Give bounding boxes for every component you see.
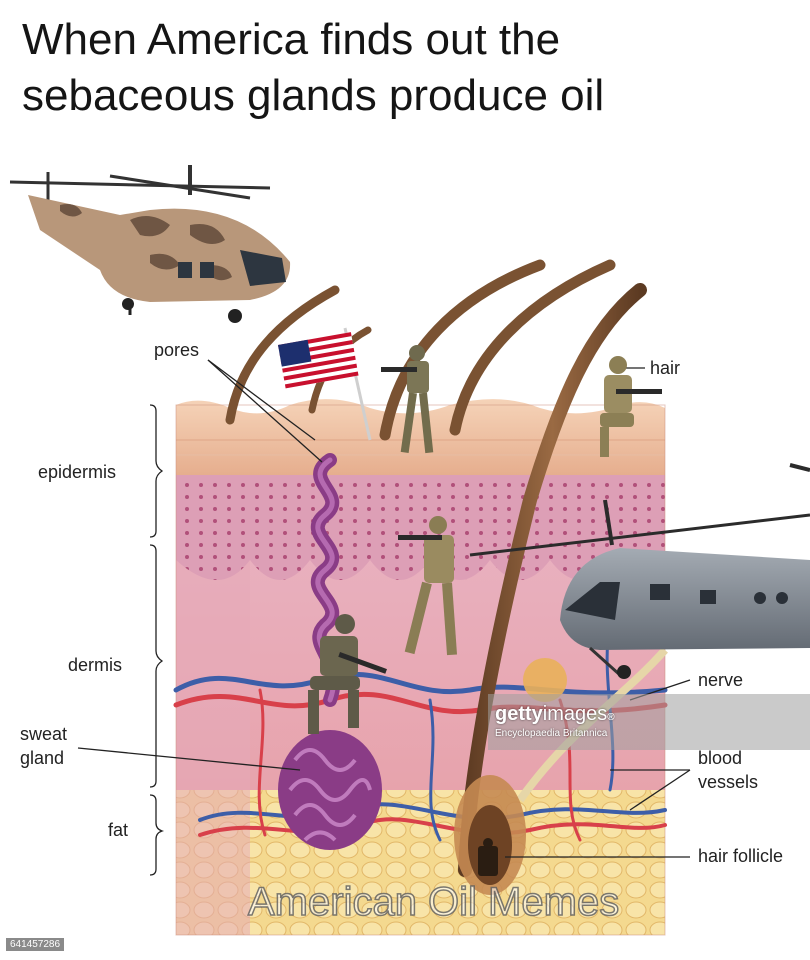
soldiers bbox=[308, 345, 662, 876]
getty-bold-text: getty bbox=[495, 703, 543, 725]
label-sweat-gland-line2: gland bbox=[20, 748, 65, 768]
meme-caption: When America finds out the sebaceous gla… bbox=[22, 12, 802, 124]
getty-registered-mark: ® bbox=[607, 712, 615, 723]
meme-page-watermark: American Oil Memes bbox=[247, 879, 620, 925]
label-dermis: dermis bbox=[68, 655, 123, 675]
label-hair-follicle: hair follicle bbox=[698, 846, 784, 866]
getty-thin-text: images bbox=[542, 703, 608, 725]
image-id-badge: 641457286 bbox=[6, 938, 65, 951]
label-blood-vessels-line1: blood bbox=[698, 748, 743, 768]
soldier-3 bbox=[398, 516, 458, 656]
epidermis-layer bbox=[176, 399, 665, 475]
caption-line-1: When America finds out the bbox=[22, 15, 561, 64]
getty-credit: Encyclopaedia Britannica bbox=[495, 728, 608, 739]
soldier-5 bbox=[478, 838, 498, 876]
label-pores: pores bbox=[154, 340, 200, 360]
soldier-4 bbox=[308, 614, 387, 734]
label-fat: fat bbox=[108, 820, 129, 840]
sebaceous-gland bbox=[523, 658, 567, 702]
gray-helicopter bbox=[469, 463, 810, 679]
getty-images-watermark: gettyimages® bbox=[495, 703, 615, 726]
label-hair: hair bbox=[650, 358, 681, 378]
label-sweat-gland-line1: sweat bbox=[20, 724, 68, 744]
getty-watermark-band bbox=[488, 694, 810, 750]
epidermis-basal-band bbox=[176, 470, 665, 580]
soldier-1 bbox=[381, 345, 434, 454]
label-epidermis: epidermis bbox=[38, 462, 117, 482]
skin-block bbox=[175, 399, 666, 936]
soldier-2 bbox=[600, 356, 662, 457]
label-nerve: nerve bbox=[698, 670, 744, 690]
label-sweat-gland: sweat gland bbox=[20, 722, 67, 770]
american-flag bbox=[278, 327, 372, 441]
label-blood-vessels-line2: vessels bbox=[698, 772, 759, 792]
label-blood-vessels: blood vessels bbox=[698, 746, 758, 794]
caption-line-2: sebaceous glands produce oil bbox=[22, 71, 605, 120]
camo-helicopter bbox=[9, 165, 291, 323]
